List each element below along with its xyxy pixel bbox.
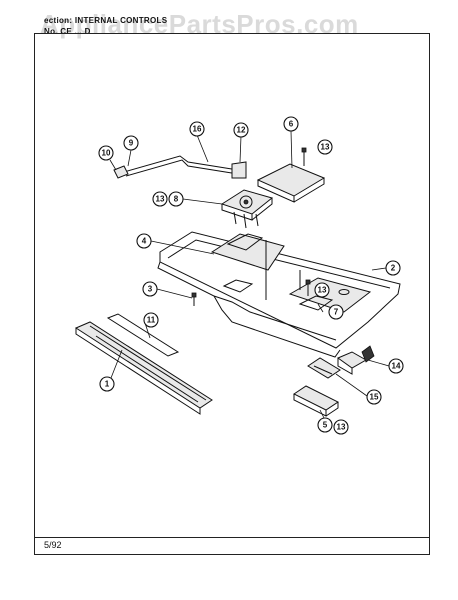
callout-14: 14 — [388, 358, 404, 374]
callout-13-c: 13 — [314, 282, 330, 298]
svg-text:3: 3 — [148, 285, 153, 294]
footer-code: 5/92 — [44, 540, 62, 550]
relay-box — [256, 163, 326, 203]
svg-text:14: 14 — [392, 362, 401, 371]
screw — [191, 147, 311, 306]
svg-text:12: 12 — [237, 126, 246, 135]
svg-text:10: 10 — [102, 149, 111, 158]
svg-text:5: 5 — [323, 421, 328, 430]
control-rod — [113, 155, 247, 179]
callout-1: 1 — [99, 376, 115, 392]
callout-7: 7 — [328, 304, 344, 320]
svg-text:15: 15 — [370, 393, 379, 402]
svg-text:9: 9 — [129, 139, 134, 148]
callout-13-a: 13 — [317, 139, 333, 155]
model-number: No. CE ... D — [44, 27, 91, 36]
svg-text:13: 13 — [321, 143, 330, 152]
svg-text:13: 13 — [337, 423, 346, 432]
control-module — [220, 189, 274, 229]
svg-text:7: 7 — [334, 308, 339, 317]
watermark: AppliancePartsPros.com — [40, 9, 359, 39]
switch — [336, 345, 375, 375]
callout-3: 3 — [142, 281, 158, 297]
callout-5: 5 — [317, 417, 333, 433]
callout-13-d: 13 — [333, 419, 349, 435]
base-panel — [157, 231, 401, 358]
svg-text:2: 2 — [391, 264, 396, 273]
callout-10: 10 — [98, 145, 114, 161]
svg-text:1: 1 — [105, 380, 110, 389]
callout-6: 6 — [283, 116, 299, 132]
callout-13-b: 13 — [152, 191, 168, 207]
diagram-frame — [34, 33, 430, 555]
bracket — [307, 357, 341, 379]
callout-15: 15 — [366, 389, 382, 405]
callout-9: 9 — [123, 135, 139, 151]
svg-text:8: 8 — [174, 195, 179, 204]
front-channel — [74, 321, 213, 415]
footer-divider — [34, 537, 430, 538]
callout-11: 11 — [143, 312, 159, 328]
svg-text:13: 13 — [318, 286, 327, 295]
trim-strip — [106, 313, 180, 357]
callout-4: 4 — [136, 233, 152, 249]
callout-12: 12 — [233, 122, 249, 138]
section-title: ection: INTERNAL CONTROLS — [44, 16, 168, 25]
svg-text:16: 16 — [193, 125, 202, 134]
svg-text:6: 6 — [289, 120, 294, 129]
svg-text:4: 4 — [142, 237, 147, 246]
callout-8: 8 — [168, 191, 184, 207]
svg-text:13: 13 — [156, 195, 165, 204]
svg-text:11: 11 — [147, 316, 156, 325]
terminal-block — [293, 385, 339, 417]
callout-16: 16 — [189, 121, 205, 137]
callout-2: 2 — [385, 260, 401, 276]
